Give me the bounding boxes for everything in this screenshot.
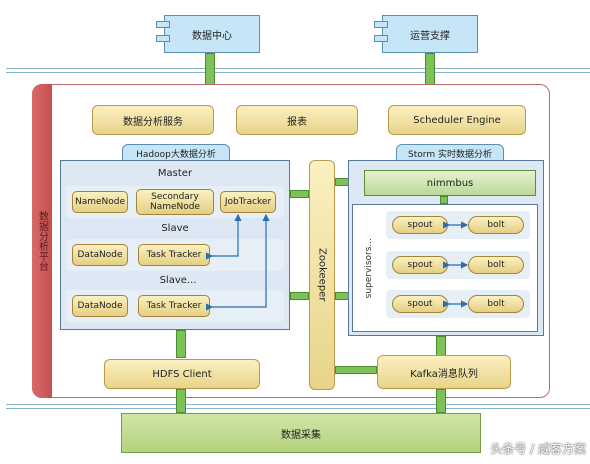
- watermark: 头条号 / 威客方案: [490, 442, 586, 456]
- component-icon: [374, 21, 388, 28]
- kafka-box: Kafka消息队列: [377, 355, 511, 389]
- namenode-box: NameNode: [72, 191, 128, 213]
- component-icon: [374, 35, 388, 42]
- bolt-box: bolt: [468, 216, 524, 234]
- report-box: 报表: [236, 105, 358, 135]
- connector: [176, 330, 186, 358]
- platform-label: 数据分析平台: [36, 211, 48, 271]
- top-divider: [6, 68, 590, 69]
- connector: [290, 292, 309, 300]
- component-icon: [156, 35, 170, 42]
- connector: [335, 366, 377, 374]
- connector: [440, 196, 448, 204]
- tasktracker-box: Task Tracker: [138, 244, 210, 266]
- zookeeper-box: Zookeeper: [309, 160, 335, 390]
- hdfs-client-box: HDFS Client: [104, 359, 260, 389]
- scheduler-engine-box: Scheduler Engine: [388, 105, 526, 135]
- data-center-label: 数据中心: [192, 30, 232, 42]
- secondary-namenode-box: Secondary NameNode: [136, 189, 214, 215]
- bottom-divider-2: [6, 408, 590, 409]
- connector: [436, 389, 446, 413]
- slave-more-label: Slave...: [159, 274, 197, 286]
- platform-sidebar: 数据分析平台: [32, 84, 52, 398]
- connector: [176, 389, 186, 413]
- connector: [290, 190, 309, 198]
- ops-support-label: 运营支撑: [410, 30, 450, 42]
- data-collection-box: 数据采集: [121, 413, 481, 453]
- datanode-box: DataNode: [72, 244, 128, 266]
- nimbus-box: nimmbus: [364, 170, 536, 196]
- datanode-box-2: DataNode: [72, 295, 128, 317]
- bolt-box: bolt: [468, 256, 524, 274]
- jobtracker-box: JobTracker: [220, 191, 276, 213]
- data-analysis-service-box: 数据分析服务: [92, 105, 214, 135]
- master-label: Master: [157, 167, 193, 179]
- slave-label: Slave: [161, 222, 189, 234]
- component-icon: [156, 21, 170, 28]
- spout-box: spout: [392, 256, 448, 274]
- arrow-line: [206, 213, 270, 311]
- bolt-box: bolt: [468, 295, 524, 313]
- bottom-divider: [6, 404, 590, 405]
- top-divider-2: [6, 72, 590, 73]
- ops-support-box: 运营支撑: [382, 15, 478, 53]
- data-center-box: 数据中心: [164, 15, 260, 53]
